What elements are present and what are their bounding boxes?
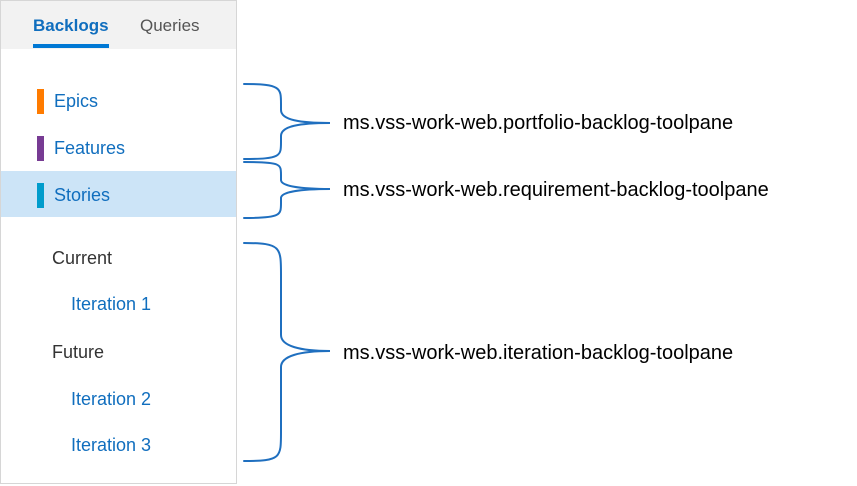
future-iterations-heading: Future — [52, 342, 105, 362]
tab-queries-label: Queries — [140, 16, 200, 35]
current-iterations-heading: Current — [52, 248, 113, 268]
features-color-bar — [37, 136, 44, 161]
iteration-brace — [243, 242, 331, 462]
backlog-level-features[interactable]: Features — [1, 124, 236, 170]
iteration-toolpane-annotation: ms.vss-work-web.iteration-backlog-toolpa… — [343, 342, 734, 364]
tab-queries[interactable]: Queries — [140, 15, 200, 37]
requirement-brace — [243, 161, 331, 219]
tab-backlogs[interactable]: Backlogs — [33, 15, 109, 48]
backlog-navigation-panel: Backlogs Queries Epics Features Stories … — [0, 0, 237, 484]
iteration-link[interactable]: Iteration 3 — [71, 435, 152, 455]
backlog-level-stories[interactable]: Stories — [1, 171, 236, 217]
backlog-level-epics[interactable]: Epics — [1, 77, 236, 123]
portfolio-toolpane-annotation: ms.vss-work-web.portfolio-backlog-toolpa… — [343, 112, 734, 134]
iteration-link[interactable]: Iteration 1 — [71, 294, 152, 314]
active-tab-indicator — [33, 44, 109, 48]
portfolio-brace — [243, 83, 331, 160]
backlog-level-label: Stories — [54, 185, 111, 205]
epics-color-bar — [37, 89, 44, 114]
stories-color-bar — [37, 183, 44, 208]
backlog-level-label: Epics — [54, 91, 99, 111]
tab-backlogs-label: Backlogs — [33, 16, 109, 35]
requirement-toolpane-annotation: ms.vss-work-web.requirement-backlog-tool… — [343, 179, 769, 201]
tab-bar: Backlogs Queries — [1, 1, 236, 49]
backlog-level-label: Features — [54, 138, 126, 158]
iteration-link[interactable]: Iteration 2 — [71, 389, 152, 409]
